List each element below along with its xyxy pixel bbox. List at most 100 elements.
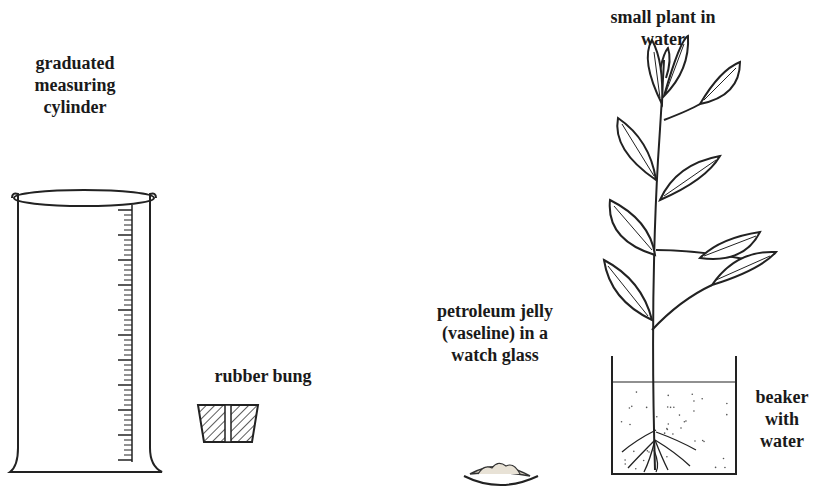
graduation-mark — [124, 225, 132, 226]
water-stipple — [631, 406, 633, 408]
water-stipple — [624, 463, 626, 465]
water-stipple — [666, 428, 668, 430]
part-label: small plant in water — [598, 6, 728, 50]
beaker — [612, 356, 736, 474]
graduation-mark — [124, 430, 132, 431]
water-stipple — [723, 458, 725, 460]
water-stipple — [701, 398, 703, 400]
water-stipple — [667, 406, 669, 408]
water-stipple — [624, 459, 626, 461]
graduation-mark — [124, 365, 132, 366]
graduation-mark — [124, 255, 132, 256]
water-stipple — [633, 451, 635, 453]
part-label: rubber bung — [188, 365, 338, 387]
graduation-mark — [124, 320, 132, 321]
water-stipple — [672, 433, 674, 435]
part-label: graduated measuring cylinder — [20, 52, 130, 118]
graduation-mark — [124, 370, 132, 371]
water-stipple — [726, 403, 728, 405]
graduation-mark — [118, 284, 132, 286]
water-stipple — [666, 456, 668, 458]
watch-glass — [464, 463, 538, 485]
graduation-mark — [124, 245, 132, 246]
graduation-mark — [124, 445, 132, 446]
graduation-mark — [124, 265, 132, 266]
water-stipple — [648, 451, 650, 453]
graduation-mark — [124, 450, 132, 451]
measuring-cylinder — [10, 190, 162, 472]
graduation-mark — [118, 309, 132, 311]
graduation-mark — [118, 359, 132, 361]
graduation-mark — [124, 270, 132, 271]
graduation-mark — [124, 325, 132, 326]
graduation-mark — [124, 345, 132, 346]
graduation-mark — [124, 230, 132, 231]
graduation-mark — [124, 330, 132, 331]
water-stipple — [656, 416, 658, 418]
graduation-mark — [124, 215, 132, 216]
graduation-mark — [124, 350, 132, 351]
water-stipple — [667, 429, 669, 431]
water-stipple — [726, 414, 728, 416]
water-stipple — [694, 440, 696, 442]
water-stipple — [724, 467, 726, 469]
water-stipple — [691, 393, 693, 395]
graduation-mark — [124, 440, 132, 441]
plant — [604, 36, 776, 472]
graduation-mark — [124, 405, 132, 406]
graduation-mark — [124, 340, 132, 341]
graduation-mark — [118, 384, 132, 386]
graduation-mark — [118, 334, 132, 336]
graduation-mark — [118, 209, 132, 211]
water-stipple — [693, 400, 695, 402]
graduation-mark — [118, 434, 132, 436]
graduation-mark — [124, 295, 132, 296]
water-stipple — [635, 468, 637, 470]
graduation-mark — [124, 375, 132, 376]
graduation-mark — [124, 395, 132, 396]
graduation-mark — [124, 290, 132, 291]
graduation-mark — [124, 240, 132, 241]
graduation-mark — [118, 459, 132, 461]
water-stipple — [673, 406, 675, 408]
rubber-bung — [198, 405, 258, 442]
water-stipple — [715, 467, 717, 469]
graduation-mark — [124, 315, 132, 316]
graduation-mark — [124, 220, 132, 221]
graduation-mark — [124, 275, 132, 276]
water-stipple — [684, 421, 686, 423]
water-stipple — [621, 421, 623, 423]
graduation-mark — [118, 409, 132, 411]
water-stipple — [680, 427, 682, 429]
part-label: beaker with water — [742, 386, 822, 452]
water-stipple — [643, 460, 645, 462]
water-stipple — [636, 391, 638, 393]
water-stipple — [629, 407, 631, 409]
graduation-mark — [118, 259, 132, 261]
water-stipple — [664, 432, 666, 434]
part-label: petroleum jelly (vaseline) in a watch gl… — [425, 300, 565, 366]
water-stipple — [670, 407, 672, 409]
graduation-mark — [124, 425, 132, 426]
water-stipple — [667, 423, 669, 425]
water-stipple — [685, 420, 687, 422]
graduation-mark — [124, 380, 132, 381]
water-stipple — [647, 450, 649, 452]
water-stipple — [703, 441, 705, 443]
water-stipple — [629, 424, 631, 426]
graduation-mark — [124, 400, 132, 401]
graduation-mark — [124, 355, 132, 356]
graduation-mark — [124, 390, 132, 391]
graduation-mark — [124, 420, 132, 421]
graduation-mark — [124, 300, 132, 301]
water-stipple — [679, 414, 681, 416]
graduation-mark — [124, 455, 132, 456]
graduation-mark — [124, 415, 132, 416]
graduation-mark — [124, 250, 132, 251]
graduation-mark — [124, 305, 132, 306]
water-stipple — [646, 407, 648, 409]
graduation-mark — [124, 280, 132, 281]
graduation-mark — [118, 234, 132, 236]
